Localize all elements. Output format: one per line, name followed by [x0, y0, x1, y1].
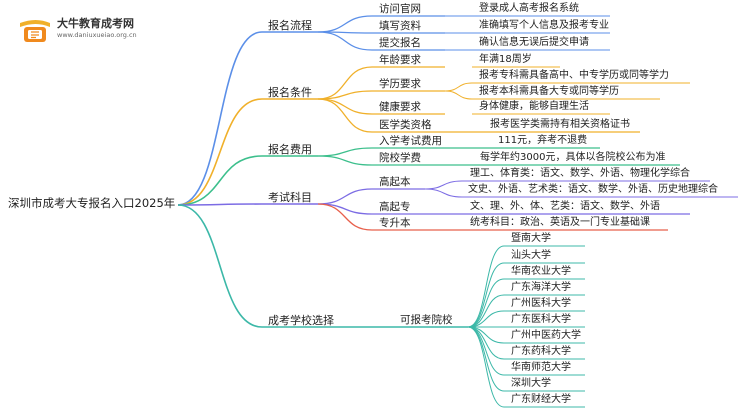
leaf-connector: [444, 82, 473, 92]
step-visit-site: 访问官网: [379, 3, 421, 15]
branch-registration-process: 报名流程: [268, 19, 312, 32]
school-item: 广东药科大学: [511, 346, 571, 357]
fee-exam-detail: 111元，弃考不退费: [498, 135, 588, 146]
school-item: 华南师范大学: [511, 362, 571, 373]
child-connector: [317, 188, 373, 205]
fee-tuition: 院校学费: [379, 152, 421, 164]
school-item: 暨南大学: [511, 233, 551, 244]
school-item: 广东财经大学: [511, 394, 571, 405]
child-connector: [317, 66, 373, 100]
root-connector: [177, 155, 263, 206]
req-medical: 医学类资格: [379, 119, 432, 131]
school-item: 广东医科大学: [511, 314, 571, 325]
school-item: 广州医科大学: [511, 298, 571, 309]
req-education-detail-2: 报考本科需具备大专或同等学历: [479, 86, 619, 97]
school-item: 汕头大学: [511, 250, 551, 261]
child-connector: [317, 147, 373, 157]
step-fill-info-detail: 准确填写个人信息及报考专业: [479, 20, 609, 31]
leaf-connector: [467, 262, 505, 328]
step-submit: 提交报名: [379, 37, 421, 49]
child-connector: [317, 203, 373, 231]
brand-name: 大牛教育成考网: [57, 17, 134, 30]
root-connector: [177, 98, 263, 206]
child-connector: [317, 155, 373, 166]
subject-associate-to-bachelor-detail: 统考科目：政治、英语及一门专业基础课: [470, 217, 650, 228]
brand-url: www.daniuxueiao.org.cn: [57, 31, 137, 39]
leaf-connector: [444, 90, 473, 100]
leaf-connector: [467, 294, 505, 328]
req-medical-detail: 报考医学类需持有相关资格证书: [490, 119, 630, 130]
school-item: 广州中医药大学: [511, 330, 581, 341]
subject-hs-to-bachelor-arts: 文史、外语、艺术类：语文、数学、外语、历史地理综合: [468, 184, 718, 195]
child-connector: [317, 15, 373, 33]
child-connector: [317, 31, 373, 51]
subject-hs-to-associate-detail: 文、理、外、体、艺类：语文、数学、外语: [470, 201, 660, 212]
req-education: 学历要求: [379, 78, 421, 90]
leaf-connector: [467, 326, 505, 392]
req-age: 年龄要求: [379, 54, 421, 66]
req-age-detail: 年满18周岁: [479, 54, 532, 65]
fee-tuition-detail: 每学年约3000元，具体以各院校公布为准: [480, 152, 666, 163]
child-connector: [317, 98, 373, 115]
branch-exam-subjects: 考试科目: [268, 191, 312, 204]
subject-hs-to-bachelor: 高起本: [379, 176, 411, 188]
fee-exam: 入学考试费用: [379, 135, 442, 147]
branch-schools: 成考学校选择: [268, 314, 334, 327]
root-connector: [177, 203, 263, 206]
root-topic: 深圳市成考大专报名入口2025年: [8, 196, 176, 210]
logo-icon: [18, 14, 54, 44]
subject-hs-to-bachelor-science: 理工、体育类：语文、数学、外语、物理化学综合: [470, 168, 690, 179]
branch-requirements: 报名条件: [268, 86, 312, 99]
req-health-detail: 身体健康，能够自理生活: [479, 101, 589, 112]
school-item: 广东海洋大学: [511, 282, 571, 293]
subject-hs-to-associate: 高起专: [379, 201, 411, 213]
schools-available: 可报考院校: [400, 314, 453, 326]
school-item: 深圳大学: [511, 378, 551, 389]
leaf-connector: [424, 188, 463, 198]
child-connector: [317, 98, 373, 133]
step-submit-detail: 确认信息无误后提交申请: [479, 37, 589, 48]
leaf-connector: [424, 180, 463, 190]
leaf-connector: [467, 245, 505, 328]
child-connector: [317, 203, 373, 215]
root-connector: [177, 31, 263, 206]
branch-fees: 报名费用: [268, 143, 312, 156]
step-visit-site-detail: 登录成人高考报名系统: [479, 3, 579, 14]
root-connector: [177, 204, 263, 328]
leaf-connector: [467, 326, 505, 408]
req-education-detail-1: 报考专科需具备高中、中专学历或同等学力: [479, 70, 669, 81]
subject-associate-to-bachelor: 专升本: [379, 217, 411, 229]
school-item: 华南农业大学: [511, 266, 571, 277]
step-fill-info: 填写资料: [379, 20, 421, 32]
req-health: 健康要求: [379, 101, 421, 113]
